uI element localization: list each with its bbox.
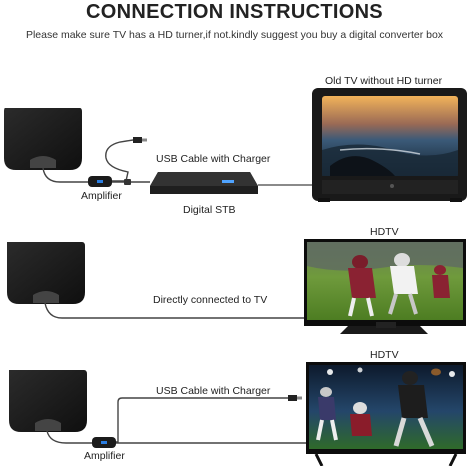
- cable-1a: [42, 167, 92, 183]
- antenna-1-base: [30, 156, 56, 168]
- usb-cable-3: [116, 397, 288, 443]
- hdtv-label-2: HDTV: [370, 226, 399, 238]
- usb-cable-label-3: USB Cable with Charger: [156, 385, 271, 397]
- usb-cable-label-1: USB Cable with Charger: [156, 153, 271, 165]
- stb-label: Digital STB: [183, 204, 236, 216]
- old-tv-label: Old TV without HD turner: [325, 75, 443, 87]
- antenna-3: [9, 370, 87, 432]
- usb-plug-1: [133, 137, 142, 143]
- hdtv-label-3: HDTV: [370, 349, 399, 361]
- direct-connect-label: Directly connected to TV: [153, 294, 268, 306]
- section-3-hdtv-amplifier: [9, 362, 466, 466]
- cable-1c: [258, 170, 319, 186]
- page-title: CONNECTION INSTRUCTIONS: [86, 1, 383, 23]
- antenna-2: [7, 242, 85, 304]
- page-subtitle: Please make sure TV has a HD turner,if n…: [25, 29, 444, 41]
- usb-cable-1: [105, 139, 134, 182]
- amplifier-label-1: Amplifier: [81, 190, 122, 202]
- antenna-1: [4, 108, 82, 170]
- cable-2: [44, 302, 319, 319]
- section-1-old-tv: [4, 88, 467, 202]
- cable-3a: [46, 430, 92, 444]
- amplifier-label-3: Amplifier: [84, 450, 125, 462]
- usb-plug-3: [288, 395, 297, 401]
- section-2-hdtv: [7, 239, 466, 334]
